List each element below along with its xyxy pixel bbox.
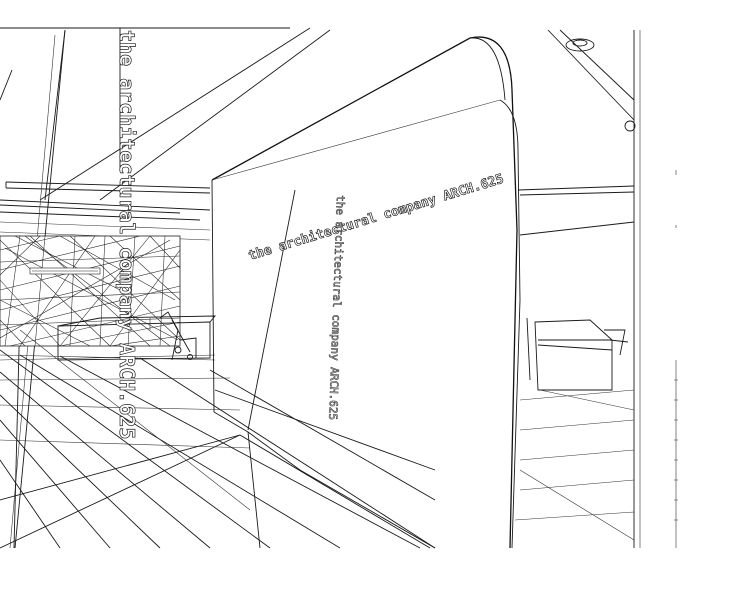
floor-lines: [0, 329, 436, 549]
margin-ticks: [674, 170, 678, 548]
reception-desk: [57, 311, 216, 361]
right-room: [514, 29, 641, 548]
left-column-signage: the architectural company ARCH.625: [115, 30, 139, 439]
curved-wall-panel: [211, 36, 521, 549]
ceiling-lines: [0, 27, 331, 241]
panel-horizontal-signage: the architectural company ARCH.625: [247, 172, 506, 264]
hatched-wall: [0, 235, 181, 347]
